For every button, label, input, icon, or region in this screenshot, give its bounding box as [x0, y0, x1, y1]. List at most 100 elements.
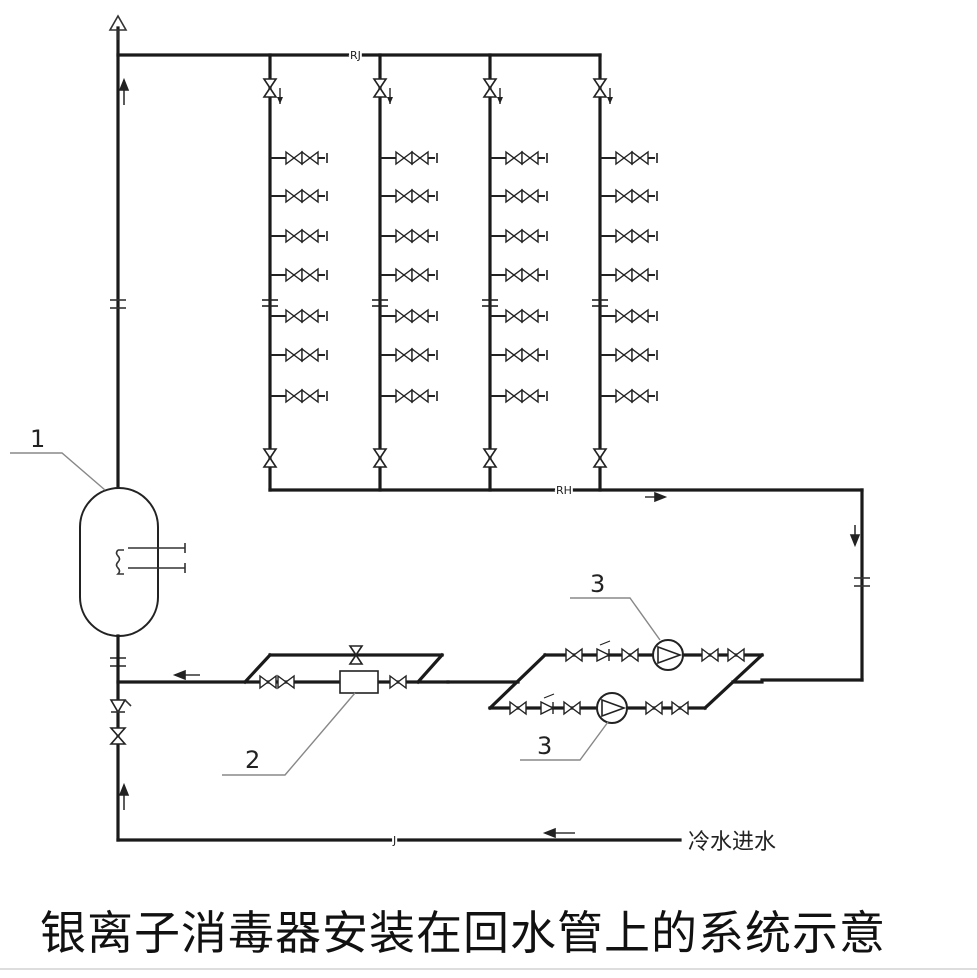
flow-arrow-right-icon: [645, 491, 668, 503]
gate-valve-icon: [262, 78, 278, 98]
fixture-branch: [490, 308, 548, 324]
fixture-branch: [600, 347, 658, 363]
fixture-branch: [270, 347, 328, 363]
label-sterilizer: 2: [245, 746, 260, 774]
fixture-branch: [380, 347, 438, 363]
gate-valve-icon: [521, 150, 539, 166]
gate-valve-icon: [411, 188, 429, 204]
fixture-branch: [600, 308, 658, 324]
label-supply-main: RJ: [350, 49, 361, 62]
gate-valve-icon: [285, 150, 303, 166]
fixture-branch: [380, 150, 438, 166]
gate-valve-icon: [631, 150, 649, 166]
gate-valve-icon: [615, 308, 633, 324]
gate-valve-icon: [395, 188, 413, 204]
pump-icon: [652, 639, 684, 671]
return-main: [268, 488, 864, 682]
gate-valve-icon: [301, 347, 319, 363]
gate-valve-icon: [277, 674, 295, 690]
gate-valve-icon: [411, 388, 429, 404]
gate-valve-icon: [301, 388, 319, 404]
riser: [372, 53, 438, 492]
flow-arrow-left-icon: [172, 669, 200, 681]
fixture-branch: [380, 388, 438, 404]
check-valve-icon: [540, 693, 555, 716]
gate-valve-icon: [615, 150, 633, 166]
check-valve-icon: [109, 699, 132, 714]
fixture-branch: [600, 267, 658, 283]
gate-valve-icon: [285, 228, 303, 244]
fixture-branch: [380, 228, 438, 244]
gate-valve-icon: [348, 645, 364, 665]
flow-arrow-up-icon: [118, 782, 130, 810]
gate-valve-icon: [411, 267, 429, 283]
gate-valve-icon: [372, 78, 388, 98]
fixture-branch: [270, 267, 328, 283]
gate-valve-icon: [301, 228, 319, 244]
gate-valve-icon: [615, 267, 633, 283]
sterilizer-icon: [339, 670, 379, 694]
sterilizer-bypass: [116, 652, 450, 685]
gate-valve-icon: [645, 700, 663, 716]
gate-valve-icon: [505, 308, 523, 324]
gate-valve-icon: [631, 308, 649, 324]
leader-lines: [10, 452, 661, 776]
riser: [482, 53, 548, 492]
gate-valve-icon: [505, 347, 523, 363]
gate-valve-icon: [521, 308, 539, 324]
check-valve-icon: [596, 640, 611, 663]
gate-valve-icon: [395, 347, 413, 363]
gate-valve-icon: [482, 448, 498, 468]
gate-valve-icon: [631, 188, 649, 204]
fixture-branch: [600, 150, 658, 166]
divider: [0, 968, 977, 970]
gate-valve-icon: [521, 347, 539, 363]
gate-valve-icon: [482, 78, 498, 98]
water-heater-tank-icon: [79, 487, 186, 637]
gate-valve-icon: [671, 700, 689, 716]
gate-valve-icon: [631, 228, 649, 244]
label-return-main: RH: [556, 484, 572, 497]
gate-valve-icon: [301, 267, 319, 283]
gate-valve-icon: [262, 448, 278, 468]
fixture-branch: [270, 308, 328, 324]
pump-valves: [509, 640, 745, 716]
fixture-branch: [270, 188, 328, 204]
gate-valve-icon: [411, 228, 429, 244]
air-vent-icon: [108, 14, 128, 40]
gate-valve-icon: [259, 674, 277, 690]
fixture-branch: [380, 188, 438, 204]
fixture-branch: [490, 267, 548, 283]
gate-valve-icon: [395, 150, 413, 166]
fixture-branch: [490, 150, 548, 166]
gate-valve-icon: [285, 308, 303, 324]
gate-valve-icon: [521, 388, 539, 404]
gate-valve-icon: [285, 388, 303, 404]
pipe-break-marker: [854, 577, 870, 587]
label-pump-bottom: 3: [537, 732, 552, 760]
fixture-branch: [380, 267, 438, 283]
fixture-branch: [490, 188, 548, 204]
gate-valve-icon: [411, 347, 429, 363]
gate-valve-icon: [521, 267, 539, 283]
gate-valve-icon: [592, 448, 608, 468]
gate-valve-icon: [109, 727, 127, 745]
risers: [262, 53, 658, 492]
gate-valve-icon: [505, 150, 523, 166]
fixture-branch: [600, 228, 658, 244]
riser: [592, 53, 658, 492]
riser: [262, 53, 328, 492]
fixture-branch: [600, 188, 658, 204]
gate-valve-icon: [727, 647, 745, 663]
gate-valve-icon: [505, 188, 523, 204]
gate-valve-icon: [509, 700, 527, 716]
fixture-branch: [380, 308, 438, 324]
gate-valve-icon: [301, 188, 319, 204]
flow-arrow-left-icon: [542, 827, 575, 839]
label-cold-inlet: 冷水进水: [688, 830, 776, 855]
fixture-branch: [490, 388, 548, 404]
gate-valve-icon: [615, 347, 633, 363]
fixture-branch: [490, 347, 548, 363]
gate-valve-icon: [505, 267, 523, 283]
